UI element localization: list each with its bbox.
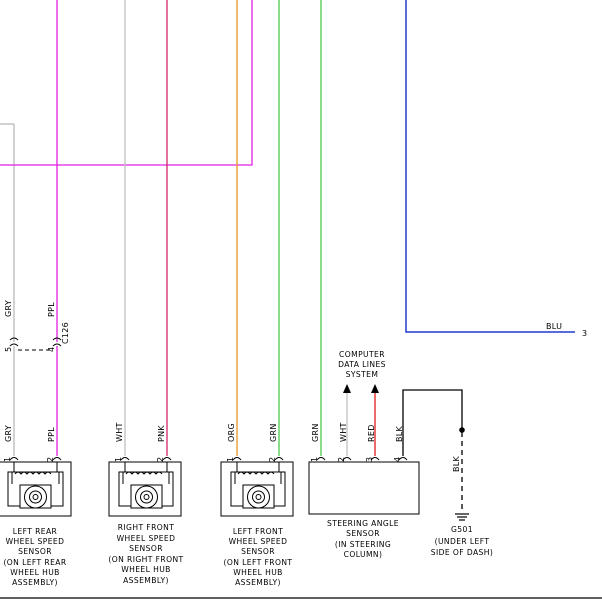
data-lines-label: COMPUTER DATA LINES SYSTEM <box>338 350 386 379</box>
wire-label-sas-2: WHT <box>339 422 348 442</box>
connector-c126 <box>9 337 62 351</box>
wheel-speed-sensor-right-front <box>108 461 182 517</box>
caption-line: SENSOR <box>346 529 380 538</box>
wire-label-sas-4: BLK <box>395 425 404 442</box>
caption-line: SENSOR <box>129 544 163 553</box>
pin-rf-1: 1 <box>114 457 123 462</box>
caption-line: WHEEL HUB <box>121 565 171 574</box>
wheel-speed-sensor-left-rear <box>0 461 72 517</box>
caption-steering-angle-sensor: STEERING ANGLE SENSOR (IN STEERING COLUM… <box>327 519 399 559</box>
c126-pin-left: 5 <box>4 347 13 352</box>
wire-blk-sas <box>402 389 463 456</box>
pin-lf-1: 1 <box>226 457 235 462</box>
c126-pin-right: 4 <box>47 347 56 352</box>
pin-sas-3: 3 <box>365 457 374 462</box>
data-lines-line-1: COMPUTER <box>339 350 385 359</box>
ground-symbol <box>455 513 469 521</box>
ground-id: G501 <box>451 525 473 534</box>
caption-line: LEFT REAR <box>13 527 58 536</box>
wire-blu <box>405 0 575 333</box>
pin-sas-2: 2 <box>337 457 346 462</box>
wire-label-sas-1: GRN <box>311 423 320 442</box>
caption-line: (ON LEFT FRONT <box>224 558 293 567</box>
wire-label-lf-1: ORG <box>227 423 236 442</box>
caption-line: ASSEMBLY) <box>12 578 58 587</box>
caption-line: WHEEL SPEED <box>6 537 65 546</box>
pin-lr-2: 2 <box>46 457 55 462</box>
pin-rf-2: 2 <box>156 457 165 462</box>
caption-line: (ON RIGHT FRONT <box>108 555 183 564</box>
wire-label-gry-upper: GRY <box>4 300 13 317</box>
caption-line: SENSOR <box>241 547 275 556</box>
blu-ref-label: 3 <box>582 329 587 338</box>
sensor-connector-hooks <box>9 457 408 461</box>
wire-label-blk-ground: BLK <box>452 455 461 472</box>
wire-ppl-upper <box>0 0 253 166</box>
wire-label-ppl-upper: PPL <box>47 302 56 317</box>
data-lines-line-3: SYSTEM <box>346 370 379 379</box>
caption-line: STEERING ANGLE <box>327 519 399 528</box>
caption-line: WHEEL SPEED <box>229 537 288 546</box>
caption-line: WHEEL HUB <box>10 568 60 577</box>
caption-line: (IN STEERING <box>335 540 391 549</box>
caption-line: ASSEMBLY) <box>235 578 281 587</box>
splice-dot <box>459 427 465 433</box>
connector-c126-label: C126 <box>61 322 70 344</box>
data-lines-arrow-wht <box>343 384 351 393</box>
wire-label-lf-2: GRN <box>269 423 278 442</box>
caption-line: WHEEL HUB <box>233 568 283 577</box>
wire-label-rf-1: WHT <box>115 422 124 442</box>
pin-sas-4: 4 <box>393 457 402 462</box>
caption-left-rear: LEFT REAR WHEEL SPEED SENSOR (ON LEFT RE… <box>3 527 66 587</box>
blu-wire-label: BLU <box>546 322 562 331</box>
caption-line: (UNDER LEFT <box>435 537 490 546</box>
pin-lf-2: 2 <box>268 457 277 462</box>
wire-label-sas-3: RED <box>367 424 376 442</box>
pin-sas-1: 1 <box>310 457 319 462</box>
pin-lr-1: 1 <box>3 457 12 462</box>
caption-line: COLUMN) <box>344 550 383 559</box>
data-lines-arrow-red <box>371 384 379 393</box>
caption-left-front: LEFT FRONT WHEEL SPEED SENSOR (ON LEFT F… <box>224 527 293 587</box>
wire-label-rf-2: PNK <box>157 425 166 442</box>
upper-wires <box>0 0 575 456</box>
caption-line: ASSEMBLY) <box>123 576 169 585</box>
caption-line: WHEEL SPEED <box>117 534 176 543</box>
caption-line: LEFT FRONT <box>233 527 283 536</box>
caption-line: SENSOR <box>18 547 52 556</box>
wheel-speed-sensor-left-front <box>220 461 294 517</box>
steering-angle-sensor-box <box>308 461 420 515</box>
caption-ground: G501 (UNDER LEFT SIDE OF DASH) <box>431 525 493 557</box>
wire-label-lr-2: PPL <box>47 427 56 442</box>
caption-line: (ON LEFT REAR <box>3 558 66 567</box>
wire-label-lr-1: GRY <box>4 425 13 442</box>
caption-right-front: RIGHT FRONT WHEEL SPEED SENSOR (ON RIGHT… <box>108 523 183 585</box>
data-lines-line-2: DATA LINES <box>338 360 386 369</box>
caption-line: SIDE OF DASH) <box>431 548 493 557</box>
caption-line: RIGHT FRONT <box>118 523 175 532</box>
